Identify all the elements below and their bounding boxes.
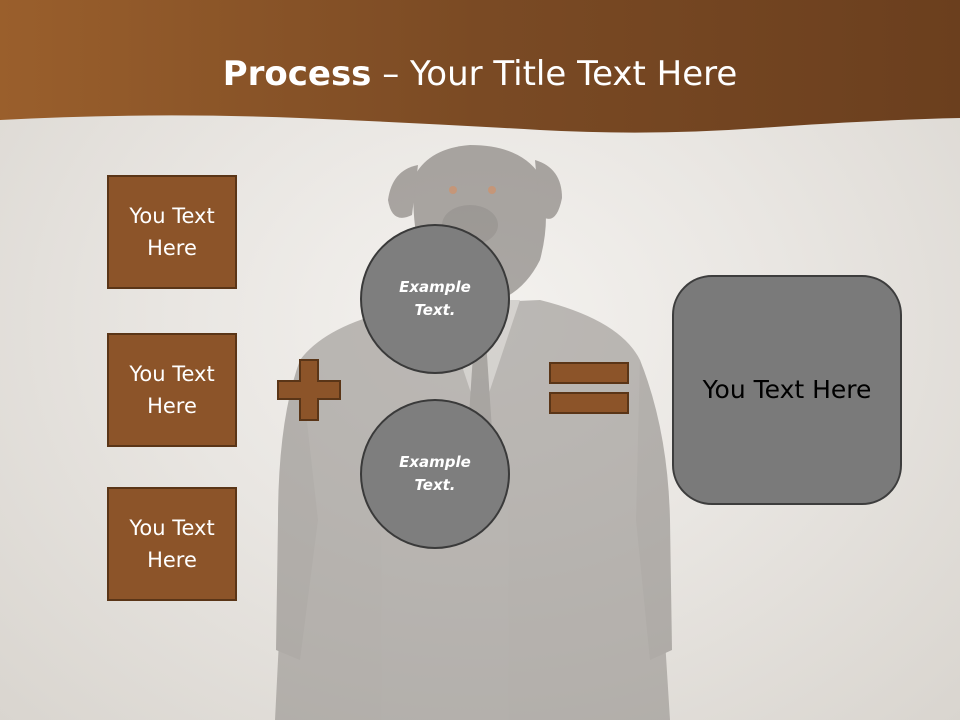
example-circle-2-label: Example Text. [399, 453, 471, 494]
text-box-1[interactable]: You Text Here [107, 175, 237, 289]
text-box-1-label: You Text Here [129, 204, 215, 260]
equals-icon [549, 362, 629, 414]
example-circle-2[interactable]: Example Text. [360, 399, 510, 549]
header-banner [0, 0, 960, 133]
title-bold: Process [222, 54, 372, 94]
text-box-3[interactable]: You Text Here [107, 487, 237, 601]
result-box-label: You Text Here [702, 375, 872, 404]
plus-icon [277, 359, 341, 421]
result-box[interactable]: You Text Here [672, 275, 902, 505]
text-box-2-label: You Text Here [129, 362, 215, 418]
example-circle-1[interactable]: Example Text. [360, 224, 510, 374]
slide-title: Process – Your Title Text Here [0, 50, 960, 98]
title-rest: – Your Title Text Here [371, 54, 738, 94]
text-box-2[interactable]: You Text Here [107, 333, 237, 447]
example-circle-1-label: Example Text. [399, 278, 471, 319]
text-box-3-label: You Text Here [129, 516, 215, 572]
